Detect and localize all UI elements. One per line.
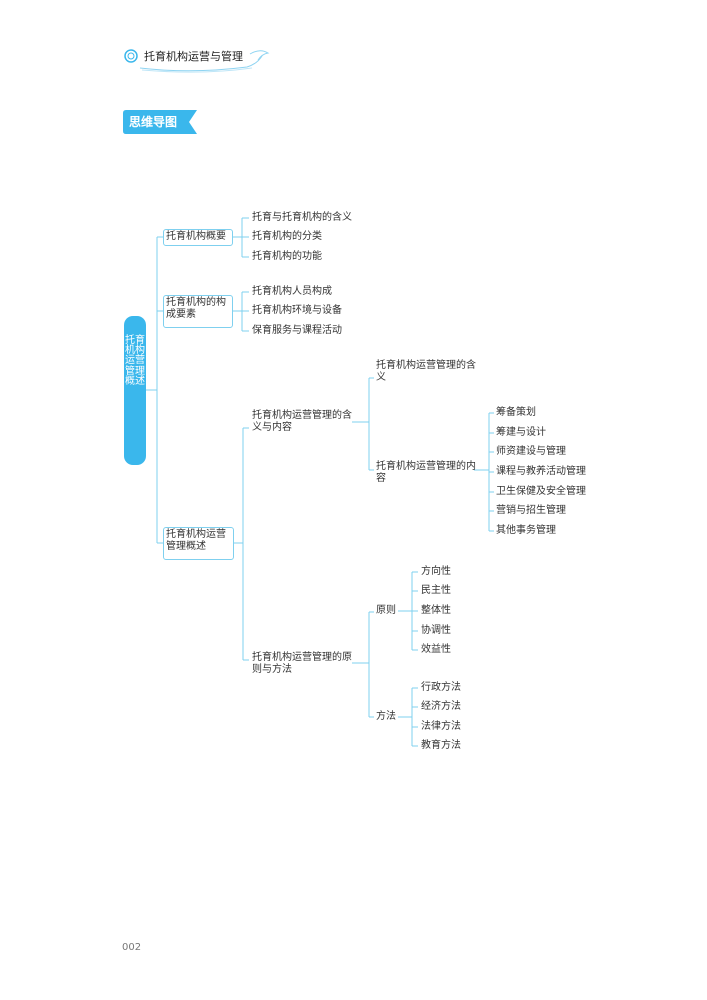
leaf-node: 协调性 [421,625,451,636]
leaf-node: 师资建设与管理 [496,446,566,457]
leaf-node: 托育机构的功能 [252,251,322,262]
node-methods: 方法 [376,711,396,722]
node-content: 托育机构运营管理的内容 [376,461,476,484]
leaf-node: 托育与托育机构的含义 [252,212,352,223]
leaf-node: 教育方法 [421,740,461,751]
node-branch3-label: 托育机构运营管理概述 [166,529,226,552]
wave-logo-icon [124,49,270,73]
leaf-node: 行政方法 [421,682,461,693]
node-branch1: 托育机构概要 [163,229,233,246]
leaf-node: 托育机构的分类 [252,231,322,242]
leaf-node: 托育机构环境与设备 [252,305,342,316]
leaf-node: 保育服务与课程活动 [252,325,342,336]
node-principles: 原则 [376,605,396,616]
node-sub2: 托育机构运营管理的原则与方法 [252,652,352,675]
section-badge: 思维导图 [123,110,198,134]
root-label: 托育机构运营管理概述 [125,335,145,387]
node-branch3: 托育机构运营管理概述 [163,527,234,560]
leaf-node: 民主性 [421,585,451,596]
leaf-node: 筹备策划 [496,407,536,418]
node-sub1: 托育机构运营管理的含义与内容 [252,410,352,433]
running-header: 托育机构运营与管理 [122,44,272,74]
leaf-node: 课程与教养活动管理 [496,466,586,477]
badge-shape [123,110,197,134]
root-node: 托育机构运营管理概述 [124,316,146,465]
node-meaning: 托育机构运营管理的含义 [376,360,476,383]
page-number: 002 [122,942,142,953]
leaf-node: 整体性 [421,605,451,616]
leaf-node: 其他事务管理 [496,525,556,536]
leaf-node: 法律方法 [421,721,461,732]
leaf-node: 经济方法 [421,701,461,712]
node-branch1-label: 托育机构概要 [166,231,226,242]
leaf-node: 卫生保健及安全管理 [496,486,586,497]
leaf-node: 托育机构人员构成 [252,286,332,297]
leaf-node: 筹建与设计 [496,427,546,438]
leaf-node: 营销与招生管理 [496,505,566,516]
node-branch2: 托育机构的构成要素 [163,295,233,328]
header-title: 托育机构运营与管理 [144,50,243,63]
leaf-node: 方向性 [421,566,451,577]
section-title: 思维导图 [129,115,178,129]
leaf-node: 效益性 [421,644,451,655]
node-branch2-label: 托育机构的构成要素 [166,297,226,320]
